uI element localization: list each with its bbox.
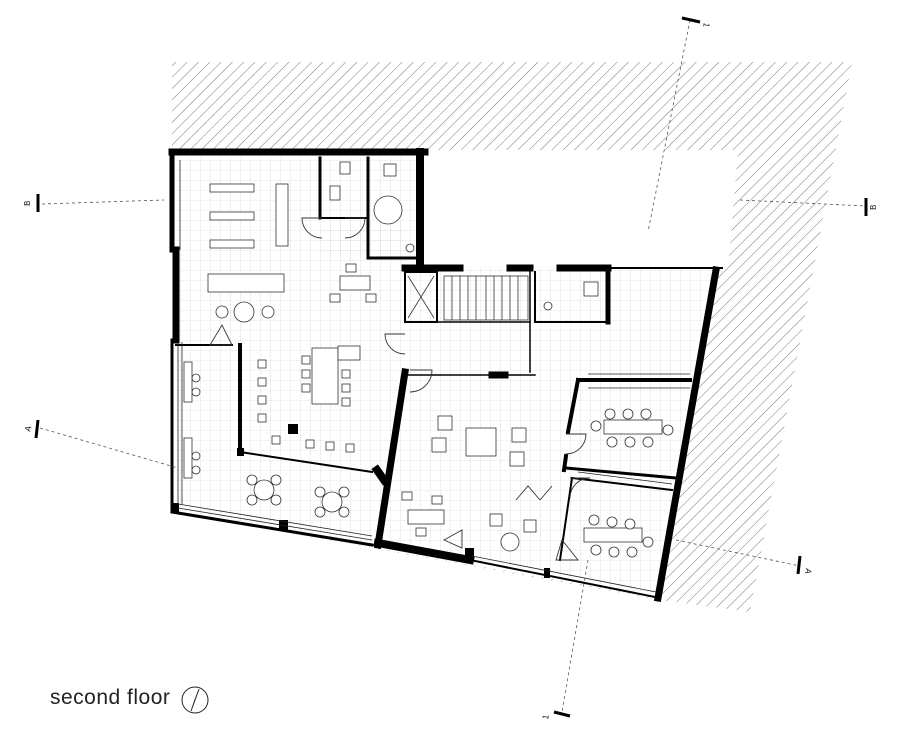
section-lines [39, 19, 867, 713]
glazing [177, 160, 690, 593]
section-a-left-label: A [23, 424, 33, 432]
tiled-floor [176, 158, 722, 595]
section-markers: B B A A 1 1 [23, 16, 878, 721]
section-a-right-label: A [803, 568, 813, 575]
drawing-caption: second floor [50, 686, 171, 709]
section-b-right-label: B [869, 205, 878, 211]
section-1-top-label: 1 [701, 22, 711, 29]
north-arrow-icon [181, 686, 209, 714]
section-b-left-label: B [23, 201, 32, 207]
furniture [183, 161, 674, 558]
doors [209, 217, 591, 561]
section-1-bottom-label: 1 [541, 714, 551, 721]
walls [168, 148, 723, 603]
staircase [407, 275, 529, 321]
